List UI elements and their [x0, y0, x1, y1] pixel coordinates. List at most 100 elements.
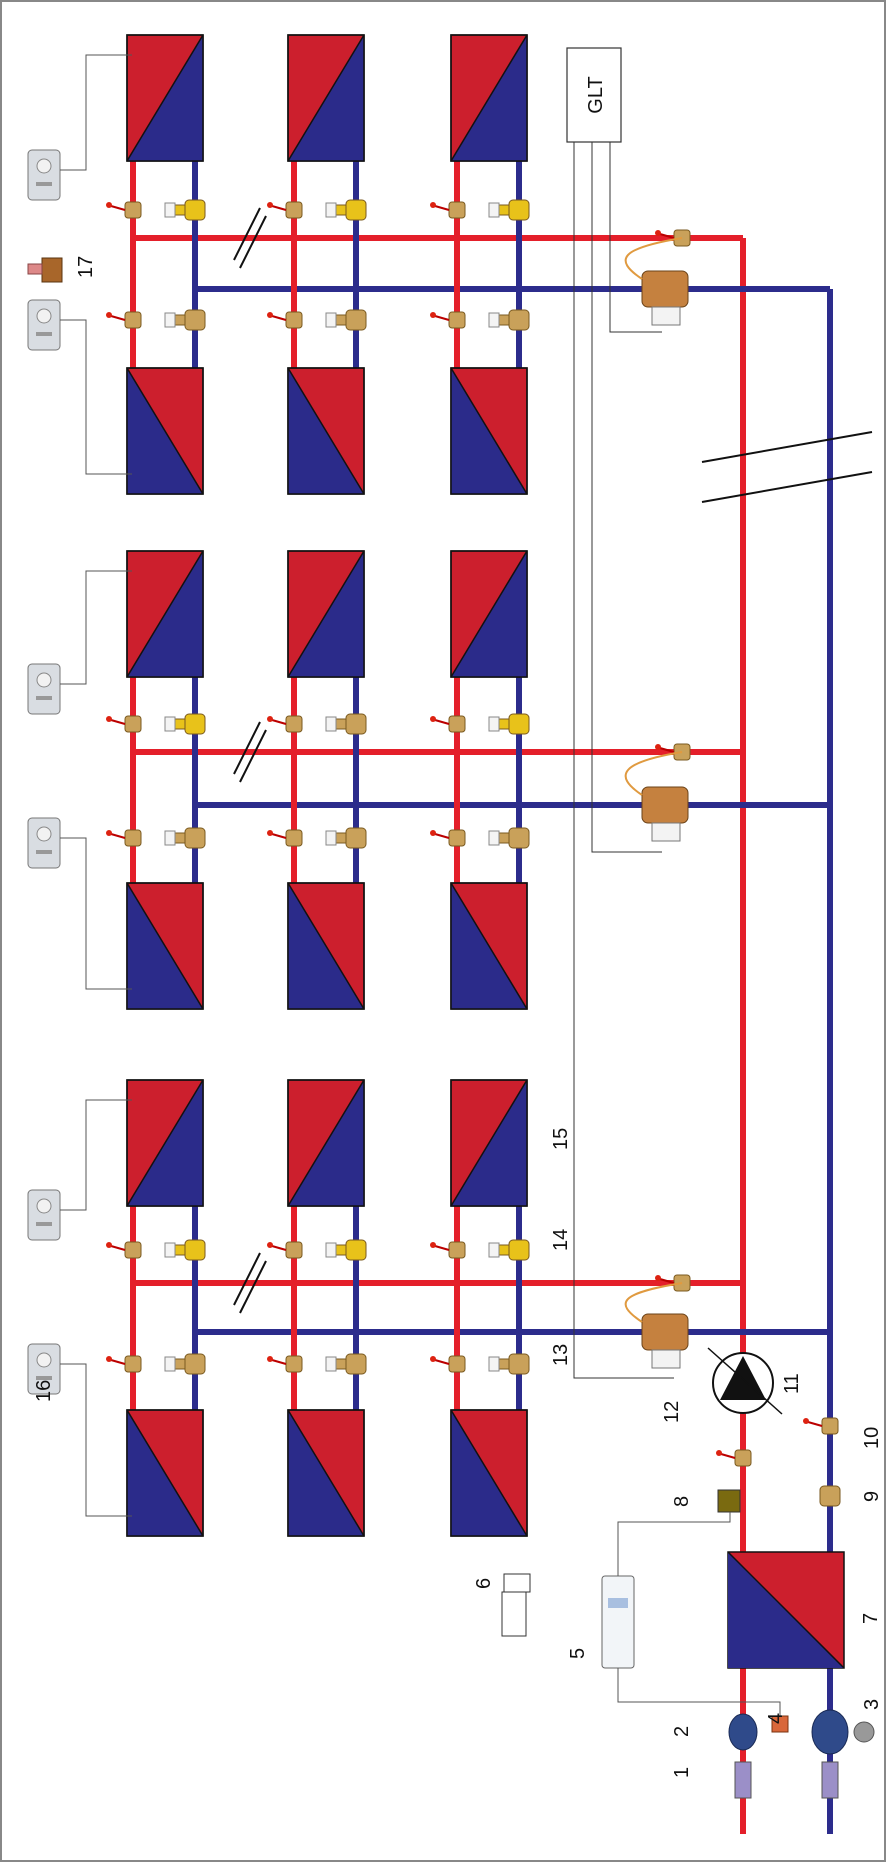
valve-handle — [106, 312, 112, 318]
thermostat-body — [27, 1343, 61, 1395]
valve-stem — [434, 833, 450, 839]
ball-valve — [803, 1417, 839, 1435]
zcv-actuator — [651, 1349, 681, 1369]
valve-handle — [106, 202, 112, 208]
valve-stem — [659, 233, 675, 239]
glt-wire — [573, 142, 674, 1379]
break-mark — [239, 729, 267, 783]
valve-stem — [434, 205, 450, 211]
terminal-unit — [287, 1409, 365, 1537]
actuator — [325, 830, 337, 846]
terminal-unit — [287, 550, 365, 678]
terminal-unit — [287, 34, 365, 162]
label-10: 10 — [861, 1427, 883, 1449]
callouts: 1 2 3 4 5 6 7 8 9 10 11 12 13 14 15 16 1… — [33, 256, 883, 1778]
ball-valve — [655, 229, 691, 247]
valve-handle — [430, 716, 436, 722]
valve-stem — [720, 1453, 736, 1459]
thermostat-display — [36, 1222, 52, 1226]
exchanger-diagonal — [450, 367, 528, 495]
exchanger-diagonal — [450, 34, 528, 162]
bvalve-body — [184, 309, 206, 331]
thermostat-wire — [60, 837, 132, 990]
valve-body — [448, 829, 466, 847]
thermostat-body — [27, 663, 61, 715]
break-mark — [233, 721, 261, 775]
ball-valve — [267, 1355, 303, 1373]
label-14: 14 — [550, 1229, 572, 1251]
balancing-valve — [488, 713, 530, 735]
label-5: 5 — [567, 1648, 589, 1659]
valve-handle — [106, 1242, 112, 1248]
bvalve-body — [508, 1353, 530, 1375]
balancing-valve — [164, 199, 206, 221]
valve-handle — [106, 716, 112, 722]
exchanger-border — [126, 550, 204, 678]
sensor-wire — [617, 1512, 731, 1576]
glt-label: GLT — [585, 76, 607, 113]
ball-valve — [267, 311, 303, 329]
valve-handle — [655, 1275, 661, 1281]
exchanger-diagonal — [450, 1409, 528, 1537]
primary-heat-exchanger — [727, 1551, 845, 1669]
exchanger-diagonal — [126, 1409, 204, 1537]
valve-body — [124, 1241, 142, 1259]
thermostat-wire — [60, 1363, 132, 1517]
room-thermostat — [27, 1343, 61, 1395]
label-17: 17 — [75, 256, 97, 278]
exchanger-border — [287, 1409, 365, 1537]
actuator — [488, 1356, 500, 1372]
bvalve-body — [184, 199, 206, 221]
thermostat-wire — [60, 54, 132, 171]
terminal-unit — [126, 882, 204, 1010]
actuator — [325, 1242, 337, 1258]
thermostat-display — [36, 1376, 52, 1380]
label-9: 9 — [861, 1491, 883, 1502]
terminal-unit — [450, 550, 528, 678]
valve-stem — [110, 719, 126, 725]
actuator — [325, 312, 337, 328]
valve-stem — [434, 1359, 450, 1365]
air-vent — [27, 257, 63, 283]
impulse-line — [624, 751, 683, 796]
terminal-unit — [126, 550, 204, 678]
ball-valve — [106, 715, 142, 733]
label-1: 1 — [671, 1767, 693, 1778]
label-4: 4 — [765, 1713, 787, 1724]
valve-stem — [271, 719, 287, 725]
thermostat-wire — [60, 570, 132, 685]
bvalve-body — [508, 713, 530, 735]
controller-display — [608, 1598, 628, 1608]
bvalve-body — [345, 1239, 367, 1261]
exchanger-border — [126, 882, 204, 1010]
terminal-unit — [287, 367, 365, 495]
thermostat-dial — [36, 308, 52, 324]
ball-valve — [106, 1355, 142, 1373]
terminal-unit — [126, 1409, 204, 1537]
balancing-valve — [164, 1353, 206, 1375]
label-12: 12 — [661, 1401, 683, 1423]
plant-room — [501, 1347, 875, 1799]
valve-body — [448, 311, 466, 329]
wall-hatch — [501, 1591, 527, 1637]
valve-body — [285, 1355, 303, 1373]
thermostat-body — [27, 299, 61, 351]
filter-1-return — [821, 1761, 839, 1799]
bvalve-body — [184, 827, 206, 849]
ball-valve — [267, 201, 303, 219]
valve-stem — [110, 315, 126, 321]
ball-valve — [716, 1449, 752, 1467]
actuator — [488, 312, 500, 328]
balancing-valve — [488, 309, 530, 331]
exchanger-border — [450, 550, 528, 678]
valve-body — [124, 715, 142, 733]
valve-body — [734, 1449, 752, 1467]
valve-body — [448, 1355, 466, 1373]
bvalve-body — [345, 827, 367, 849]
actuator — [488, 830, 500, 846]
controller-body — [601, 1575, 635, 1669]
glt-box: GLT — [566, 47, 622, 143]
label-15: 15 — [550, 1128, 572, 1150]
valve-handle — [267, 1242, 273, 1248]
